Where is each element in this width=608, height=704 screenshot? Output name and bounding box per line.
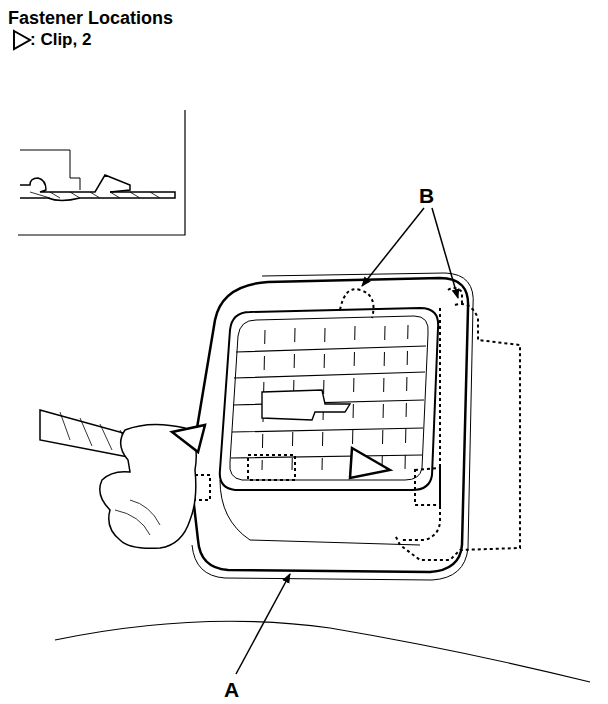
leader-line xyxy=(236,208,458,674)
clip-symbol xyxy=(350,448,390,478)
vent-bezel xyxy=(190,273,473,580)
legend-text: : Clip, 2 xyxy=(30,31,91,50)
clip-symbol xyxy=(14,31,30,49)
clip-symbol xyxy=(172,425,205,452)
diagram-title: Fastener Locations xyxy=(8,9,173,29)
dashboard-edge xyxy=(55,621,590,682)
callout-letter: B xyxy=(419,184,434,207)
callout-letter: A xyxy=(224,678,239,701)
clip-detail-inset xyxy=(18,110,185,235)
hidden-housing xyxy=(195,288,520,560)
